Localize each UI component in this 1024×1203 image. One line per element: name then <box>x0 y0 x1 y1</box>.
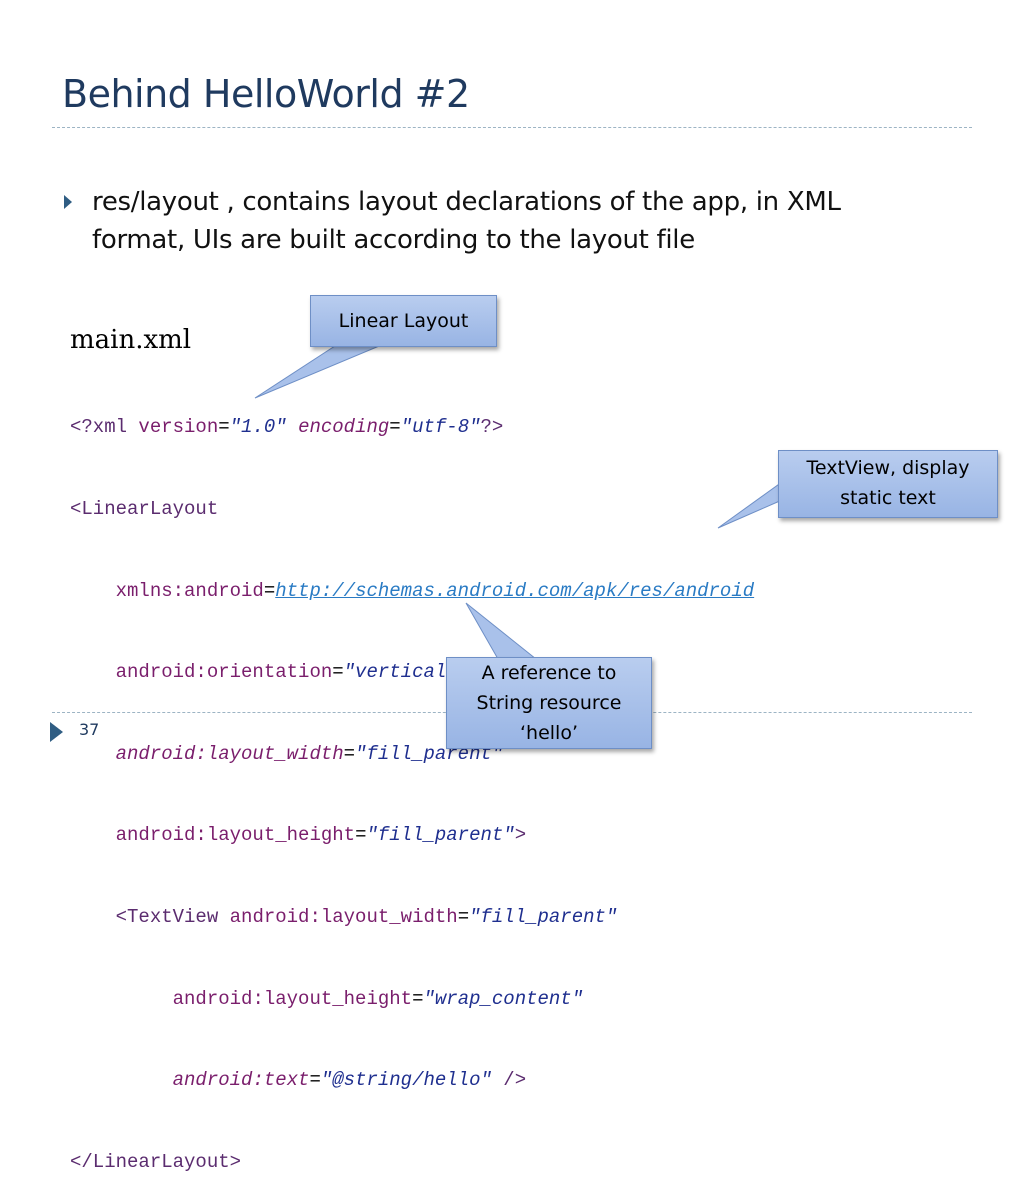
callout-linear-layout: Linear Layout <box>310 295 497 347</box>
title-divider <box>52 127 972 128</box>
linear-layout-pointer <box>254 343 385 399</box>
callout-linear-layout-text: Linear Layout <box>338 310 469 332</box>
page-number: 37 <box>79 720 100 739</box>
callout-reference-line-2: String resource <box>476 692 622 714</box>
bullet-text: res/layout , contains layout declaration… <box>92 187 841 255</box>
callout-string-reference: A reference to String resource ‘hello’ <box>446 657 652 749</box>
code-line-3: xmlns:android=http://schemas.android.com… <box>115 579 755 602</box>
slide-title: Behind HelloWorld #2 <box>62 72 470 116</box>
callout-reference-line-3: ‘hello’ <box>520 722 578 744</box>
bullet-arrow-icon <box>64 195 72 209</box>
callout-textview-line-2: static text <box>840 487 936 509</box>
callout-reference-line-1: A reference to <box>481 662 617 684</box>
code-line-10: </LinearLayout> <box>70 1150 242 1173</box>
code-line-9: android:text="@string/hello" /> <box>172 1069 527 1092</box>
code-line-4: android:orientation="vertical" <box>115 661 458 684</box>
callout-textview-line-1: TextView, display <box>806 457 970 479</box>
code-filename: main.xml <box>70 325 192 355</box>
code-line-7: <TextView android:layout_width="fill_par… <box>115 905 618 928</box>
footer-arrow-icon <box>50 722 63 742</box>
callout-pointers <box>254 343 783 660</box>
textview-pointer <box>717 481 783 529</box>
code-line-6: android:layout_height="fill_parent"> <box>115 824 527 847</box>
code-line-8: android:layout_height="wrap_content" <box>172 987 584 1010</box>
code-line-5: android:layout_width="fill_parent" <box>115 742 504 765</box>
reference-pointer <box>465 602 538 660</box>
callout-textview: TextView, display static text <box>778 450 998 518</box>
schema-link[interactable]: http://schemas.android.com/apk/res/andro… <box>275 579 755 602</box>
code-line-1: <?xml version="1.0" encoding="utf-8"?> <box>70 416 504 439</box>
code-line-2: <LinearLayout <box>70 498 219 520</box>
